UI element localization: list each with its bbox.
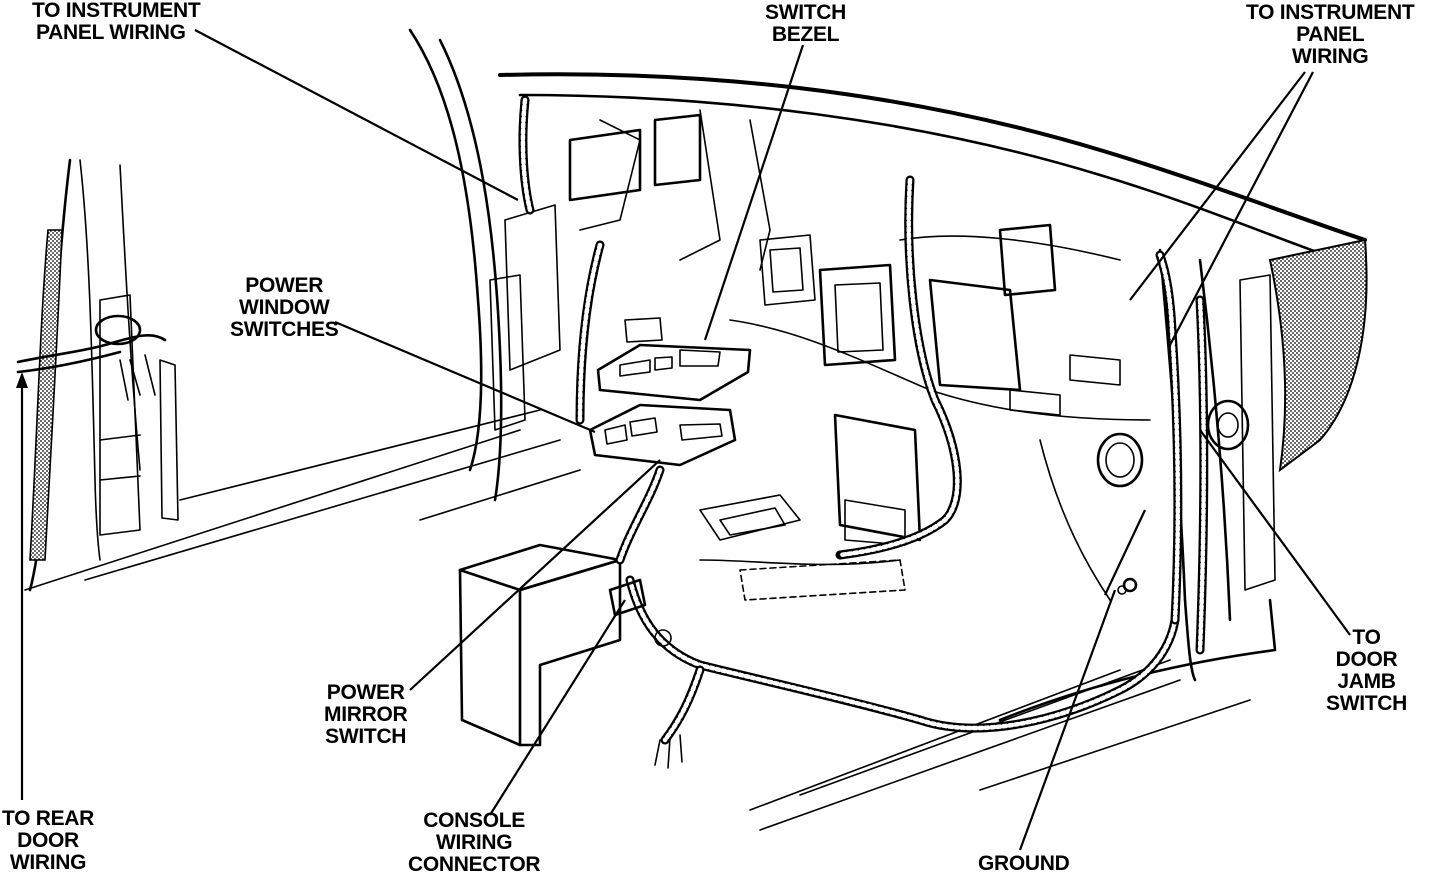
instrument-panel-structure (568, 113, 1151, 601)
rear-door-pillar (28, 158, 179, 592)
label-line: TO REAR (2, 807, 95, 830)
right-kick-panel (998, 238, 1368, 722)
label-line: JAMB (1337, 670, 1396, 693)
label-line: DOOR (1335, 648, 1398, 671)
label-power-window-switches: POWER WINDOW SWITCHES (230, 274, 339, 341)
console-connector-body (608, 578, 672, 647)
label-switch-bezel: SWITCH BEZEL (765, 2, 846, 46)
label-line: POWER (326, 681, 405, 704)
windshield-header (498, 72, 1367, 271)
label-line: POWER (245, 274, 324, 297)
power-window-switch-module (588, 403, 737, 467)
label-line: BEZEL (771, 23, 840, 46)
label-line: GROUND (978, 852, 1070, 875)
switch-bezel (596, 317, 752, 402)
label-line: CONSOLE (423, 809, 525, 832)
label-console-wiring-connector: CONSOLE WIRING CONNECTOR (408, 809, 541, 876)
label-to-door-jamb-switch: TO DOOR JAMB SWITCH (1326, 627, 1407, 715)
label-line: DOOR (17, 829, 79, 852)
wiring-harness (518, 95, 1209, 769)
label-to-instrument-panel-wiring-right: TO INSTRUMENT PANEL WIRING (1246, 1, 1415, 68)
label-line: SWITCHES (230, 318, 339, 341)
label-to-rear-door-wiring: TO REAR DOOR WIRING (2, 808, 94, 874)
label-line: MIRROR (324, 703, 408, 726)
center-console (458, 413, 922, 747)
label-line: TO INSTRUMENT (32, 0, 201, 22)
label-line: WINDOW (239, 296, 330, 319)
label-to-instrument-panel-wiring-left: TO INSTRUMENT PANEL WIRING (32, 0, 201, 44)
label-line: WIRING (435, 831, 513, 854)
label-line: TO (1352, 626, 1381, 649)
leader-lines (16, 29, 1351, 851)
a-pillar (408, 28, 561, 502)
label-power-mirror-switch: POWER MIRROR SWITCH (324, 681, 408, 748)
arrow-up-icon (16, 372, 28, 388)
label-line: WIRING (9, 851, 87, 874)
label-line: PANEL (1296, 23, 1365, 46)
label-line: SWITCH (765, 1, 847, 24)
label-line: SWITCH (325, 725, 407, 748)
label-line: PANEL WIRING (36, 21, 186, 44)
label-line: WIRING (1292, 45, 1369, 68)
rear-door-harness (16, 314, 167, 401)
floor-sill (24, 409, 1251, 831)
label-line: SWITCH (1326, 692, 1408, 715)
ground-point (1117, 577, 1138, 595)
label-line: CONNECTOR (408, 853, 541, 876)
label-ground: GROUND (978, 853, 1070, 875)
label-line: TO INSTRUMENT (1246, 1, 1415, 24)
